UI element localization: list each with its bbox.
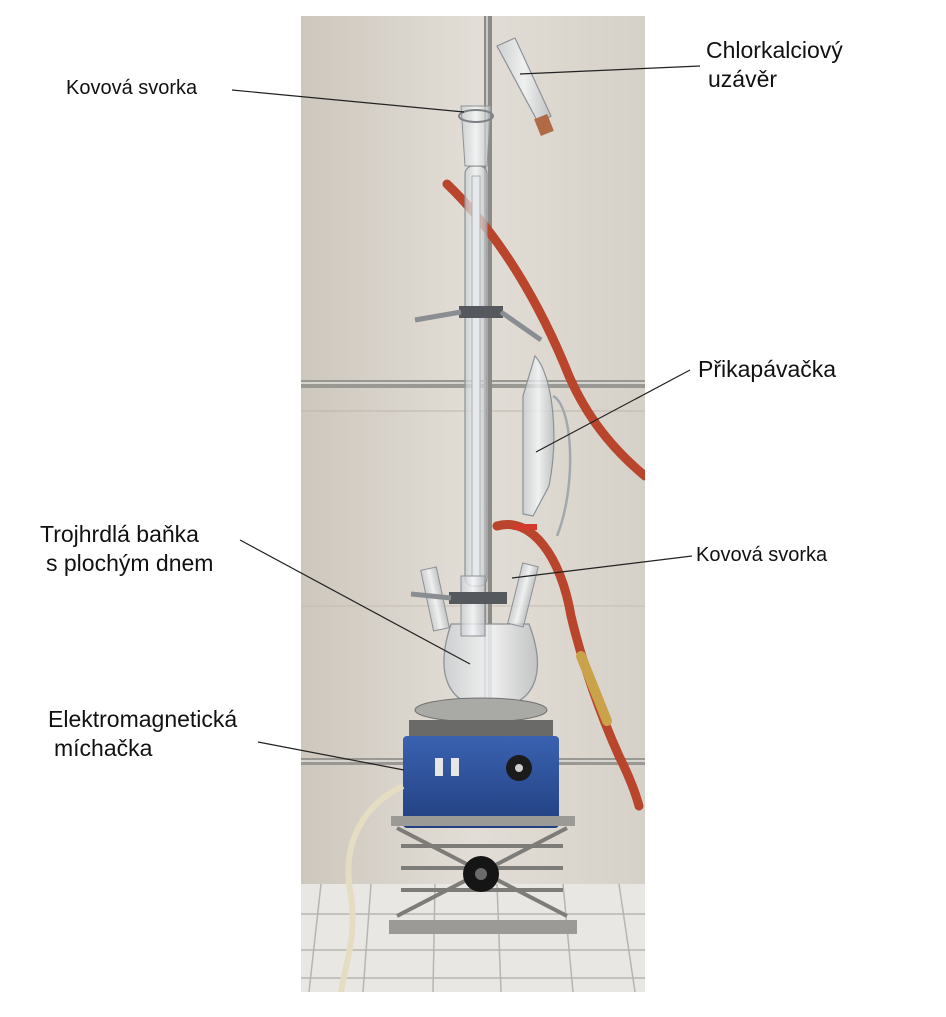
label-dropping-funnel: Přikapávačka <box>698 355 836 384</box>
power-cable <box>338 783 405 992</box>
label-flask: Trojhrdlá baňka s plochým dnem <box>40 520 213 578</box>
label-flask-line2: s plochým dnem <box>46 549 214 576</box>
label-clamp-bottom-text: Kovová svorka <box>696 544 828 566</box>
tile-floor <box>301 883 645 992</box>
condenser-clamp <box>414 306 543 343</box>
drying-tube <box>496 37 554 136</box>
magnetic-stirrer-body <box>403 697 559 828</box>
label-clamp-bottom: Kovová svorka <box>696 543 827 568</box>
label-stirrer-line1: Elektromagnetická <box>48 706 238 732</box>
label-drying-tube-line1: Chlorkalciový <box>706 37 843 63</box>
label-dropping-funnel-text: Přikapávačka <box>698 356 837 382</box>
label-drying-tube-line2: uzávěr <box>708 65 778 92</box>
label-stirrer-line2: míchačka <box>54 734 153 761</box>
apparatus-photo <box>301 16 645 992</box>
reflux-condenser <box>458 105 494 587</box>
lab-jack <box>389 816 577 934</box>
label-clamp-top: Kovová svorka <box>66 76 197 101</box>
label-clamp-top-text: Kovová svorka <box>66 77 198 99</box>
label-stirrer: Elektromagnetická míchačka <box>48 705 237 763</box>
label-flask-line1: Trojhrdlá baňka <box>40 521 199 547</box>
label-drying-tube: Chlorkalciový uzávěr <box>706 36 843 94</box>
